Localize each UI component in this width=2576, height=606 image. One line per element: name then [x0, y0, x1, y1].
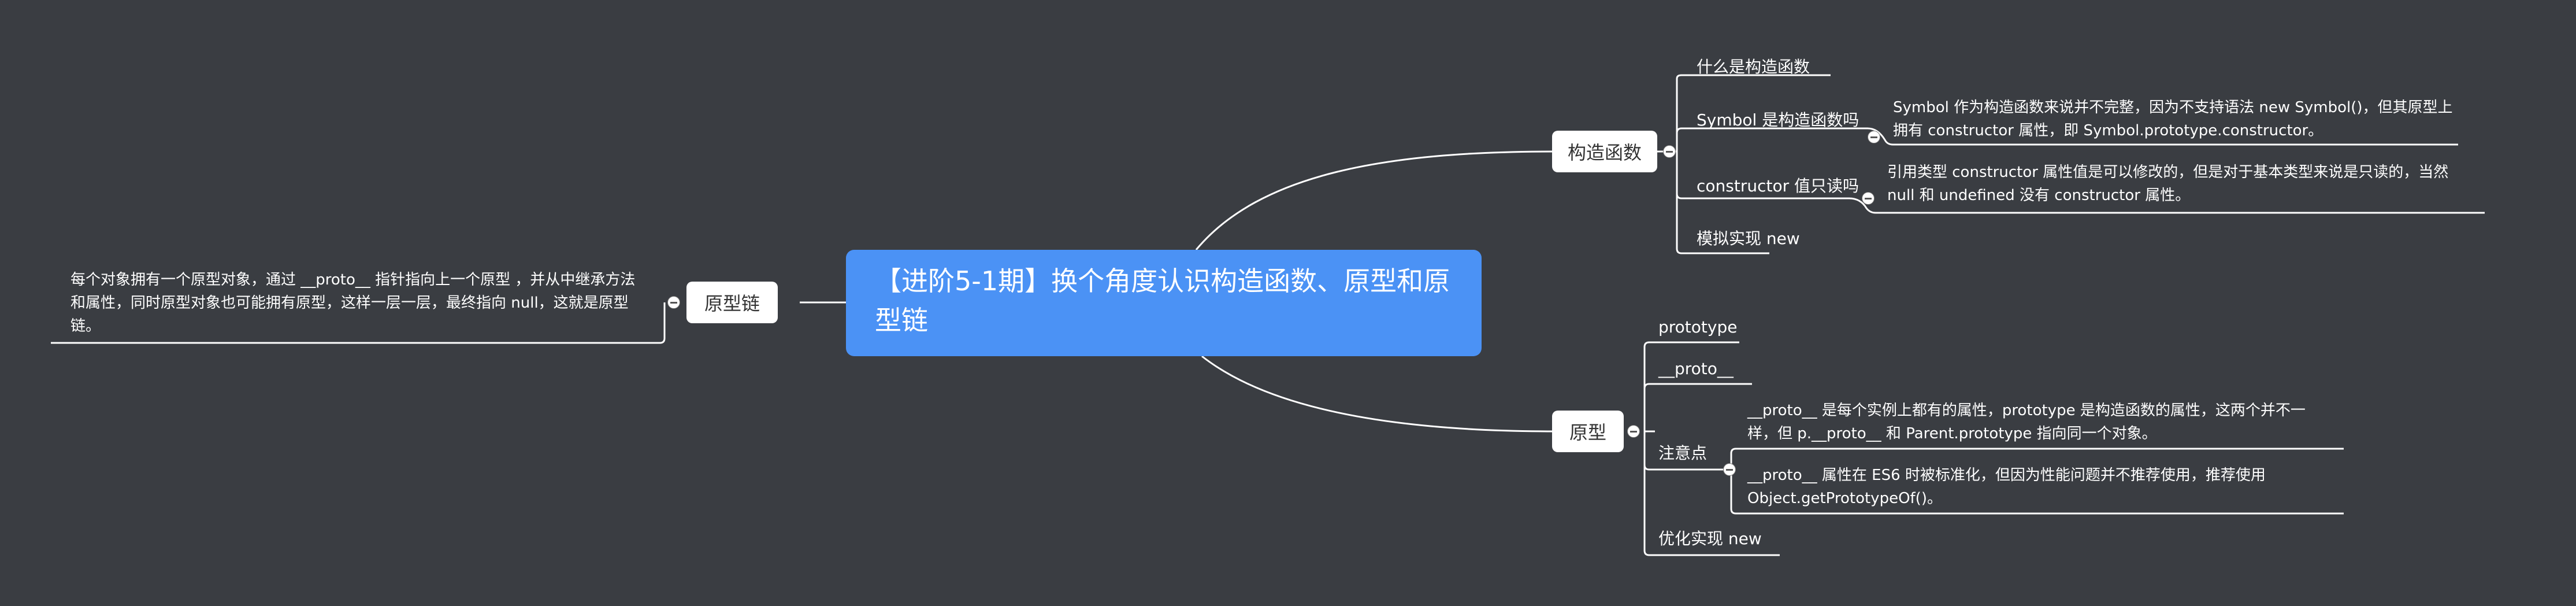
subtopic-symbol-constructor[interactable]: Symbol 是构造函数吗: [1697, 110, 1859, 130]
subtopic-mock-new[interactable]: 模拟实现 new: [1697, 229, 1800, 248]
note-constructor-readonly[interactable]: 引用类型 constructor 属性值是可以修改的，但是对于基本类型来说是只读…: [1887, 164, 2449, 204]
note-attention-1[interactable]: __proto__ 是每个实例上都有的属性，prototype 是构造函数的属性…: [1747, 402, 2306, 442]
collapse-toggle-symbol[interactable]: [1868, 131, 1880, 143]
subtopic-prototype[interactable]: prototype: [1658, 317, 1738, 337]
subtopic-optimize-new[interactable]: 优化实现 new: [1658, 529, 1762, 548]
subtopic-proto[interactable]: __proto__: [1658, 359, 1734, 378]
topic-prototype-chain[interactable]: 原型链: [686, 282, 778, 323]
subtopic-constructor-readonly[interactable]: constructor 值只读吗: [1697, 176, 1859, 195]
topic-prototype-label: 原型: [1569, 422, 1606, 444]
topic-constructor-label: 构造函数: [1567, 142, 1642, 164]
subtopic-what-is-constructor[interactable]: 什么是构造函数: [1697, 57, 1810, 76]
note-attention-2[interactable]: __proto__ 属性在 ES6 时被标准化，但因为性能问题并不推荐使用，推荐…: [1747, 467, 2266, 507]
topic-constructor[interactable]: 构造函数: [1552, 131, 1657, 172]
note-symbol[interactable]: Symbol 作为构造函数来说并不完整，因为不支持语法 new Symbol()…: [1893, 99, 2453, 139]
topic-prototype[interactable]: 原型: [1552, 411, 1624, 452]
root-title: 【进阶5-1期】换个角度认识构造函数、原型和原型链: [875, 265, 1450, 336]
collapse-toggle-chain[interactable]: [667, 296, 680, 309]
collapse-toggle-attention[interactable]: [1723, 463, 1736, 476]
note-prototype-chain[interactable]: 每个对象拥有一个原型对象，通过 __proto__ 指针指向上一个原型 ，并从中…: [70, 271, 636, 335]
root-topic[interactable]: 【进阶5-1期】换个角度认识构造函数、原型和原型链: [846, 250, 1482, 356]
collapse-toggle-prototype[interactable]: [1627, 425, 1640, 438]
collapse-toggle-constructor[interactable]: [1663, 145, 1676, 158]
topic-prototype-chain-label: 原型链: [704, 293, 760, 315]
subtopic-attention[interactable]: 注意点: [1658, 444, 1708, 463]
collapse-toggle-readonly[interactable]: [1862, 192, 1875, 205]
